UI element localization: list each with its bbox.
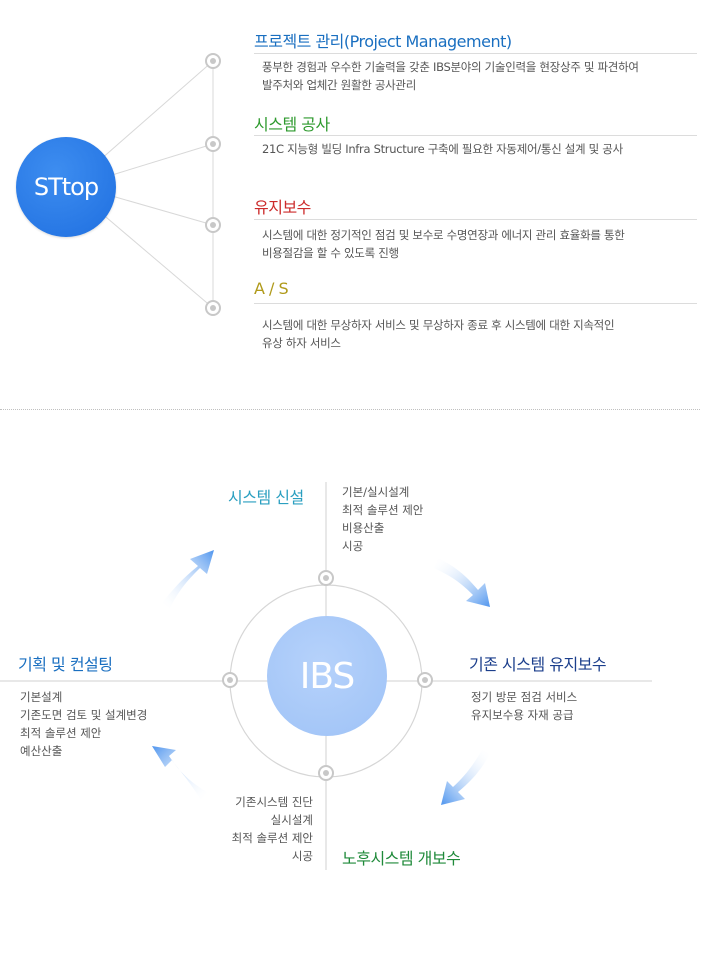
section-title-as: A / S <box>254 279 289 298</box>
node-dot <box>205 136 221 152</box>
divider <box>254 303 697 304</box>
cycle-title-planning: 기획 및 컨설팅 <box>18 655 113 674</box>
arrow-up-right-icon <box>162 550 214 608</box>
list-item: 기존도면 검토 및 설계변경 <box>20 708 148 722</box>
divider <box>254 219 697 220</box>
ring-node-right <box>417 672 433 688</box>
desc-line: 시스템에 대한 정기적인 점검 및 보수로 수명연장과 에너지 관리 효율화를 … <box>262 228 625 242</box>
section-title-system-construction: 시스템 공사 <box>254 115 330 134</box>
node-dot <box>205 217 221 233</box>
list-item: 정기 방문 점검 서비스 <box>471 690 578 704</box>
section-desc: 시스템에 대한 정기적인 점검 및 보수로 수명연장과 에너지 관리 효율화를 … <box>262 226 702 262</box>
section-desc: 21C 지능형 빌딩 Infra Structure 구축에 필요한 자동제어/… <box>262 140 702 158</box>
sttop-label: STtop <box>33 173 99 201</box>
list-item: 최적 솔루션 제안 <box>231 831 313 845</box>
ring-node-left <box>222 672 238 688</box>
cycle-list-maintenance: 정기 방문 점검 서비스 유지보수용 자재 공급 <box>471 688 577 724</box>
list-item: 예산산출 <box>20 744 63 758</box>
desc-line: 풍부한 경험과 우수한 기술력을 갖춘 IBS분야의 기술인력을 현장상주 및 … <box>262 60 639 74</box>
divider <box>254 53 697 54</box>
list-item: 기본/실시설계 <box>342 485 410 499</box>
section-separator <box>0 409 700 410</box>
list-item: 최적 솔루션 제안 <box>20 726 102 740</box>
cycle-list-planning: 기본설계 기존도면 검토 및 설계변경 최적 솔루션 제안 예산산출 <box>20 688 147 760</box>
desc-line: 유상 하자 서비스 <box>262 336 341 350</box>
ring-node-bottom <box>318 765 334 781</box>
list-item: 기존시스템 진단 <box>235 795 313 809</box>
list-item: 최적 솔루션 제안 <box>342 503 424 517</box>
cycle-title-maintenance: 기존 시스템 유지보수 <box>469 655 607 674</box>
ring-node-top <box>318 570 334 586</box>
list-item: 시공 <box>291 849 313 863</box>
arrow-down-left-icon <box>441 750 490 805</box>
list-item: 시공 <box>342 539 364 553</box>
node-dot <box>205 300 221 316</box>
divider <box>254 135 697 136</box>
node-dot <box>205 53 221 69</box>
list-item: 실시설계 <box>270 813 313 827</box>
connector-lines <box>99 60 214 309</box>
cycle-list-renovation: 기존시스템 진단 실시설계 최적 솔루션 제안 시공 <box>180 793 313 865</box>
list-item: 비용산출 <box>342 521 385 535</box>
cycle-title-renovation: 노후시스템 개보수 <box>342 849 461 868</box>
list-item: 유지보수용 자재 공급 <box>471 708 574 722</box>
arrow-up-left-icon <box>152 746 207 800</box>
desc-line: 21C 지능형 빌딩 Infra Structure 구축에 필요한 자동제어/… <box>262 142 623 156</box>
cycle-title-new-system: 시스템 신설 <box>228 488 304 507</box>
section-title-maintenance: 유지보수 <box>254 198 311 217</box>
section-desc: 시스템에 대한 무상하자 서비스 및 무상하자 종료 후 시스템에 대한 지속적… <box>262 316 702 352</box>
section-desc: 풍부한 경험과 우수한 기술력을 갖춘 IBS분야의 기술인력을 현장상주 및 … <box>262 58 707 94</box>
cycle-list-new-system: 기본/실시설계 최적 솔루션 제안 비용산출 시공 <box>342 483 423 555</box>
desc-line: 비용절감을 할 수 있도록 진행 <box>262 246 399 260</box>
sttop-circle: STtop <box>16 137 116 237</box>
list-item: 기본설계 <box>20 690 63 704</box>
arrow-down-right-icon <box>434 558 490 607</box>
desc-line: 발주처와 업체간 원활한 공사관리 <box>262 78 416 92</box>
ibs-circle: IBS <box>267 616 387 736</box>
section-title-project-management: 프로젝트 관리(Project Management) <box>254 32 512 51</box>
desc-line: 시스템에 대한 무상하자 서비스 및 무상하자 종료 후 시스템에 대한 지속적… <box>262 318 615 332</box>
ibs-label: IBS <box>299 655 356 697</box>
